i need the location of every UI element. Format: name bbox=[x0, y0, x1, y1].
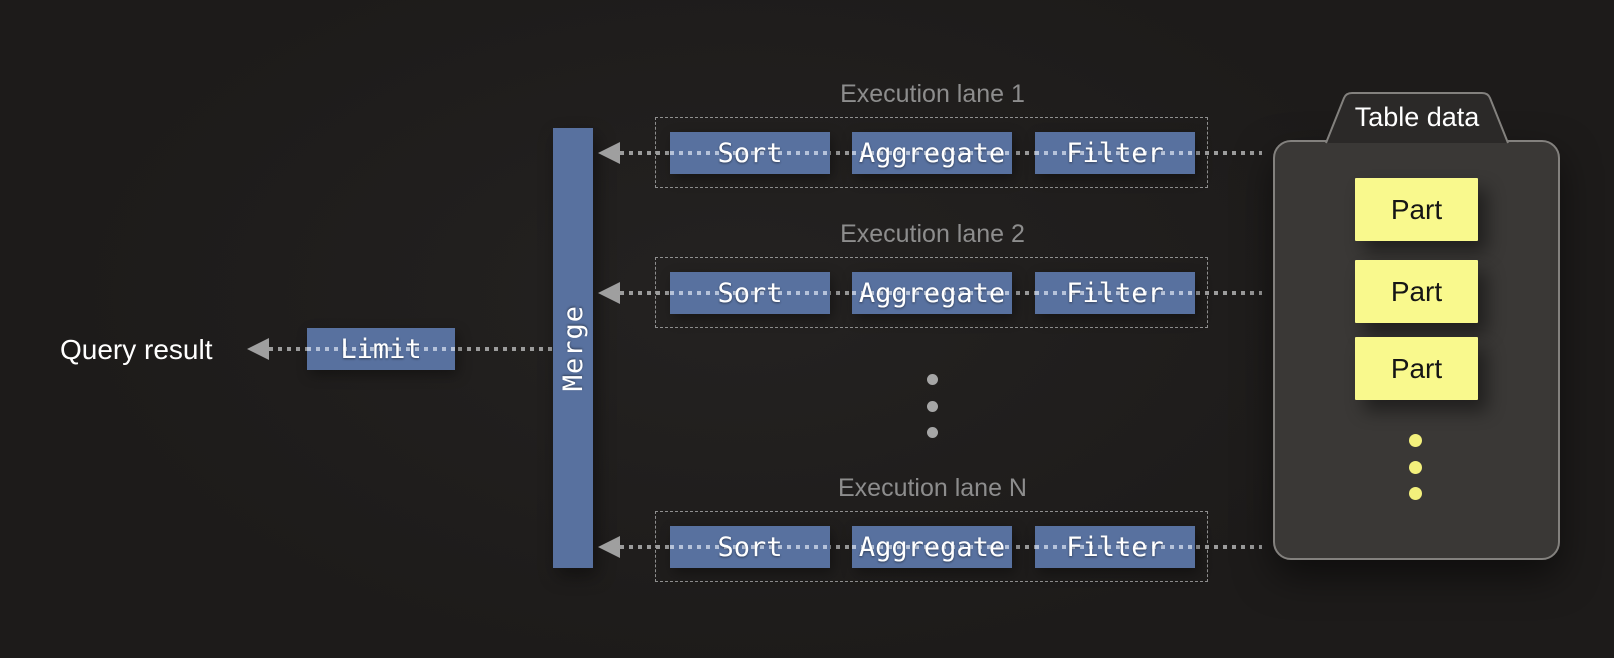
limit-label: Limit bbox=[340, 333, 422, 365]
operator-box-sort: Sort bbox=[670, 132, 830, 174]
flow-line-inner bbox=[852, 291, 1012, 295]
parts-ellipsis-dot bbox=[1409, 461, 1422, 474]
table-data-title: Table data bbox=[1354, 101, 1480, 132]
part-label: Part bbox=[1390, 193, 1443, 225]
flow-line-inner bbox=[670, 545, 830, 549]
merge-bar: Merge bbox=[553, 128, 593, 568]
arrowhead-left-icon bbox=[598, 142, 620, 164]
parts-ellipsis-dot bbox=[1409, 487, 1422, 500]
lane-2-title: Execution lane 2 bbox=[840, 220, 1025, 248]
flow-line-inner bbox=[852, 151, 1012, 155]
lane-n-title: Execution lane N bbox=[837, 474, 1027, 502]
arrowhead-left-icon bbox=[247, 338, 269, 360]
flow-line-inner bbox=[1035, 291, 1195, 295]
operator-label: Aggregate bbox=[858, 277, 1006, 309]
flow-line-inner bbox=[307, 347, 455, 351]
arrowhead-left-icon bbox=[598, 536, 620, 558]
table-data-tab bbox=[1325, 92, 1509, 144]
operator-box-sort: Sort bbox=[670, 272, 830, 314]
operator-box-filter: Filter bbox=[1035, 526, 1195, 568]
flow-line-inner bbox=[670, 291, 830, 295]
flow-line-inner bbox=[1035, 545, 1195, 549]
operator-label: Sort bbox=[717, 531, 783, 563]
lane-ellipsis-dot bbox=[927, 401, 938, 412]
arrowhead-left-icon bbox=[598, 282, 620, 304]
merge-label: Merge bbox=[557, 304, 589, 392]
part-box: Part bbox=[1355, 260, 1478, 323]
operator-box-sort: Sort bbox=[670, 526, 830, 568]
part-label: Part bbox=[1390, 275, 1443, 307]
lane-1-title: Execution lane 1 bbox=[840, 80, 1025, 108]
operator-label: Filter bbox=[1066, 531, 1164, 563]
flow-line-inner bbox=[852, 545, 1012, 549]
operator-label: Filter bbox=[1066, 137, 1164, 169]
parts-ellipsis-dot bbox=[1409, 434, 1422, 447]
flow-line-inner bbox=[1035, 151, 1195, 155]
part-box: Part bbox=[1355, 337, 1478, 400]
part-label: Part bbox=[1390, 352, 1443, 384]
operator-box-aggregate: Aggregate bbox=[852, 272, 1012, 314]
operator-label: Sort bbox=[717, 137, 783, 169]
operator-box-aggregate: Aggregate bbox=[852, 132, 1012, 174]
query-result-label: Query result bbox=[60, 334, 213, 365]
flow-line-inner bbox=[670, 151, 830, 155]
operator-label: Sort bbox=[717, 277, 783, 309]
lane-ellipsis-dot bbox=[927, 427, 938, 438]
operator-label: Aggregate bbox=[858, 531, 1006, 563]
operator-box-filter: Filter bbox=[1035, 132, 1195, 174]
operator-box-aggregate: Aggregate bbox=[852, 526, 1012, 568]
operator-box-filter: Filter bbox=[1035, 272, 1195, 314]
operator-label: Filter bbox=[1066, 277, 1164, 309]
limit-box: Limit bbox=[307, 328, 455, 370]
lane-ellipsis-dot bbox=[927, 374, 938, 385]
operator-label: Aggregate bbox=[858, 137, 1006, 169]
part-box: Part bbox=[1355, 178, 1478, 241]
